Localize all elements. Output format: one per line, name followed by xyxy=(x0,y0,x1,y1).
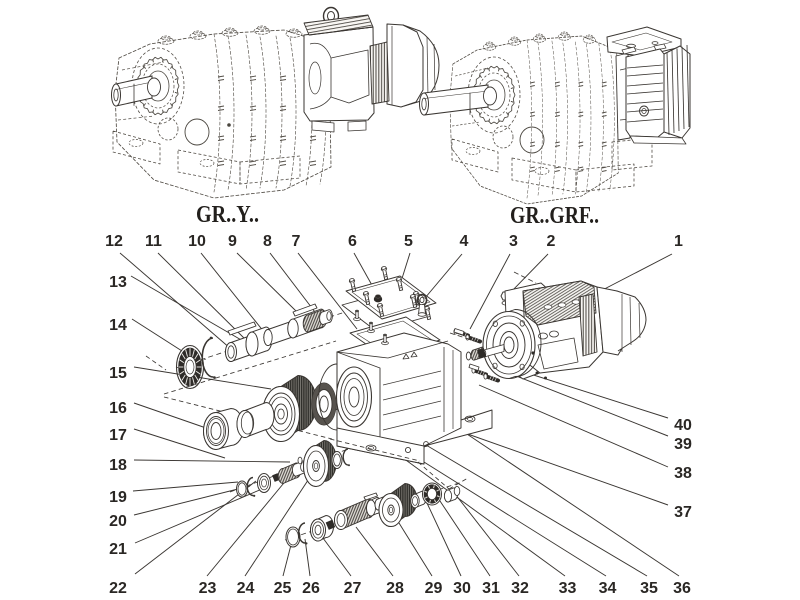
svg-text:9: 9 xyxy=(228,233,237,250)
svg-text:GR..GRF..: GR..GRF.. xyxy=(510,203,599,229)
svg-text:21: 21 xyxy=(109,541,127,558)
svg-text:27: 27 xyxy=(344,580,362,597)
svg-text:37: 37 xyxy=(674,504,692,521)
svg-text:39: 39 xyxy=(674,436,692,453)
svg-text:1: 1 xyxy=(674,233,683,250)
svg-text:36: 36 xyxy=(673,580,691,597)
svg-text:20: 20 xyxy=(109,513,127,530)
svg-text:14: 14 xyxy=(109,317,127,334)
svg-text:2: 2 xyxy=(547,233,556,250)
svg-text:40: 40 xyxy=(674,417,692,434)
svg-text:8: 8 xyxy=(263,233,272,250)
svg-text:30: 30 xyxy=(453,580,471,597)
svg-text:32: 32 xyxy=(511,580,529,597)
svg-text:18: 18 xyxy=(109,457,127,474)
svg-text:25: 25 xyxy=(274,580,292,597)
svg-text:12: 12 xyxy=(105,233,123,250)
svg-text:15: 15 xyxy=(109,365,127,382)
svg-text:4: 4 xyxy=(460,233,469,250)
svg-text:19: 19 xyxy=(109,489,127,506)
svg-text:31: 31 xyxy=(482,580,500,597)
svg-text:17: 17 xyxy=(109,427,127,444)
svg-text:28: 28 xyxy=(386,580,404,597)
svg-text:7: 7 xyxy=(292,233,301,250)
svg-text:35: 35 xyxy=(640,580,658,597)
svg-text:38: 38 xyxy=(674,465,692,482)
svg-text:26: 26 xyxy=(302,580,320,597)
svg-text:10: 10 xyxy=(188,233,206,250)
svg-text:33: 33 xyxy=(559,580,577,597)
svg-text:23: 23 xyxy=(199,580,217,597)
svg-text:29: 29 xyxy=(425,580,443,597)
svg-text:GR..Y..: GR..Y.. xyxy=(196,202,259,228)
svg-text:24: 24 xyxy=(237,580,255,597)
svg-text:5: 5 xyxy=(404,233,413,250)
svg-text:34: 34 xyxy=(599,580,617,597)
svg-text:22: 22 xyxy=(109,580,127,597)
svg-text:3: 3 xyxy=(509,233,518,250)
svg-text:11: 11 xyxy=(145,233,162,250)
svg-text:6: 6 xyxy=(348,233,357,250)
svg-text:13: 13 xyxy=(109,274,127,291)
svg-text:16: 16 xyxy=(109,400,127,417)
